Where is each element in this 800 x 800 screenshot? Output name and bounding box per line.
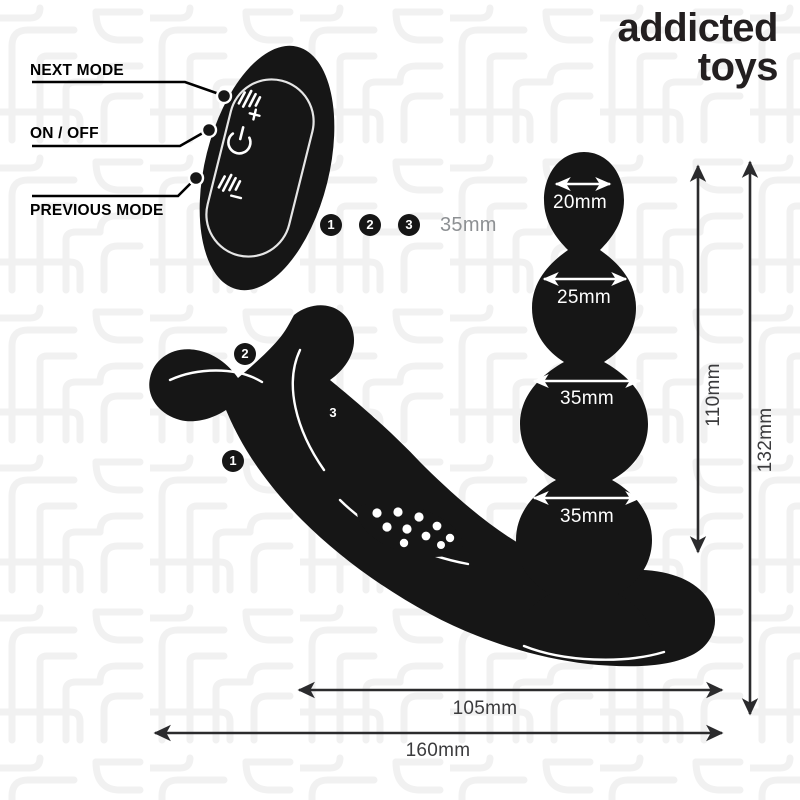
body-marker-2: 2 [234, 343, 256, 365]
bead-width-arrows [532, 176, 642, 506]
body-marker-3: 3 [322, 402, 344, 424]
callout-leader-lines [32, 80, 223, 198]
leader-next-mode [32, 80, 223, 97]
textured-stimulation-pad [357, 502, 463, 557]
remote-inner-outline [205, 78, 315, 258]
dimension-label-110mm: 110mm [703, 363, 724, 427]
remote-control [199, 45, 335, 291]
legend-badge-3: 3 [398, 214, 420, 236]
brand-logo-line1: addicted [617, 6, 779, 50]
dimension-label-35mm-upper: 35mm [560, 388, 614, 409]
highlight-arm-right [291, 348, 326, 472]
legend-badge-1: 1 [320, 214, 342, 236]
dot-on-off [200, 121, 218, 139]
dot-next-mode [215, 87, 233, 105]
brand-logo-line2: toys [697, 44, 779, 89]
callout-label-next-mode: NEXT MODE [30, 62, 124, 79]
dimension-label-160mm: 160mm [405, 740, 471, 761]
vibration-minus-icon[interactable] [217, 173, 246, 200]
brand-logo: addicted toys [617, 6, 779, 89]
leader-previous-mode [32, 177, 197, 198]
vibration-plus-icon[interactable] [236, 89, 265, 121]
highlight-base [522, 644, 666, 661]
highlight-arm-left [168, 369, 264, 384]
legend-badge-2: 2 [359, 214, 381, 236]
legend-size-label: 35mm [440, 214, 497, 236]
dimension-lines [153, 160, 759, 742]
leader-on-off [32, 128, 209, 148]
dimension-label-35mm-lower: 35mm [560, 506, 614, 527]
dimension-label-25mm: 25mm [557, 287, 611, 308]
dimension-label-132mm: 132mm [755, 407, 776, 473]
dot-previous-mode [187, 169, 205, 187]
callout-dots [187, 87, 233, 187]
remote-body [199, 45, 335, 291]
callout-label-previous-mode: PREVIOUS MODE [30, 202, 164, 219]
dimension-label-20mm: 20mm [553, 192, 607, 213]
callout-label-on-off: ON / OFF [30, 125, 99, 142]
body-marker-1: 1 [222, 450, 244, 472]
dimension-label-105mm: 105mm [452, 698, 518, 719]
power-icon[interactable] [226, 125, 254, 156]
